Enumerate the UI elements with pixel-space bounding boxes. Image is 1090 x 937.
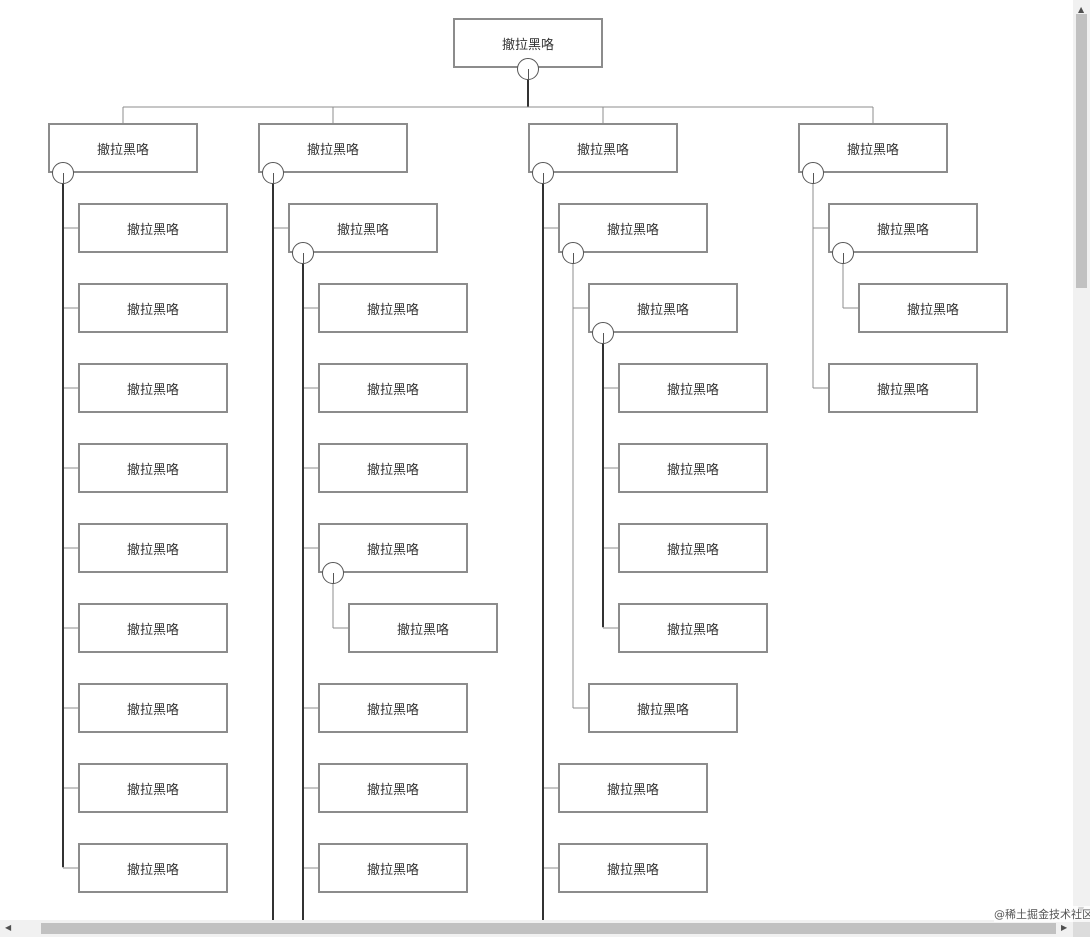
tree-node[interactable]: 撤拉黑咯 bbox=[318, 683, 468, 733]
tree-node[interactable]: 撤拉黑咯 bbox=[258, 123, 408, 173]
collapse-toggle-icon[interactable] bbox=[592, 322, 614, 344]
watermark: @稀土掘金技术社区 bbox=[994, 906, 1090, 922]
tree-node[interactable]: 撤拉黑咯 bbox=[588, 683, 738, 733]
scrollbar-corner bbox=[1073, 920, 1090, 937]
tree-connectors bbox=[62, 68, 874, 920]
collapse-toggle-icon[interactable] bbox=[52, 162, 74, 184]
tree-node[interactable]: 撤拉黑咯 bbox=[318, 843, 468, 893]
tree-node[interactable]: 撤拉黑咯 bbox=[78, 443, 228, 493]
tree-node[interactable]: 撤拉黑咯 bbox=[318, 523, 468, 573]
tree-node[interactable]: 撤拉黑咯 bbox=[348, 603, 498, 653]
tree-node[interactable]: 撤拉黑咯 bbox=[48, 123, 198, 173]
tree-node[interactable]: 撤拉黑咯 bbox=[78, 603, 228, 653]
tree-node[interactable]: 撤拉黑咯 bbox=[528, 123, 678, 173]
tree-node[interactable]: 撤拉黑咯 bbox=[858, 283, 1008, 333]
tree-node[interactable]: 撤拉黑咯 bbox=[288, 203, 438, 253]
collapse-toggle-icon[interactable] bbox=[562, 242, 584, 264]
tree-node[interactable]: 撤拉黑咯 bbox=[78, 363, 228, 413]
tree-node[interactable]: 撤拉黑咯 bbox=[318, 443, 468, 493]
tree-node[interactable]: 撤拉黑咯 bbox=[78, 283, 228, 333]
tree-node[interactable]: 撤拉黑咯 bbox=[828, 363, 978, 413]
tree-node[interactable]: 撤拉黑咯 bbox=[618, 523, 768, 573]
horizontal-scroll-thumb[interactable] bbox=[41, 923, 1056, 934]
tree-node[interactable]: 撤拉黑咯 bbox=[78, 523, 228, 573]
tree-node[interactable]: 撤拉黑咯 bbox=[318, 283, 468, 333]
tree-node[interactable]: 撤拉黑咯 bbox=[78, 683, 228, 733]
collapse-toggle-icon[interactable] bbox=[802, 162, 824, 184]
tree-node[interactable]: 撤拉黑咯 bbox=[588, 283, 738, 333]
collapse-toggle-icon[interactable] bbox=[832, 242, 854, 264]
tree-node[interactable]: 撤拉黑咯 bbox=[318, 763, 468, 813]
tree-node[interactable]: 撤拉黑咯 bbox=[558, 203, 708, 253]
tree-node[interactable]: 撤拉黑咯 bbox=[618, 443, 768, 493]
tree-node[interactable]: 撤拉黑咯 bbox=[828, 203, 978, 253]
collapse-toggle-icon[interactable] bbox=[322, 562, 344, 584]
collapse-toggle-icon[interactable] bbox=[262, 162, 284, 184]
tree-node[interactable]: 撤拉黑咯 bbox=[618, 363, 768, 413]
scroll-right-icon[interactable]: ▶ bbox=[1061, 923, 1068, 932]
scroll-up-icon[interactable]: ▲ bbox=[1078, 5, 1085, 14]
tree-node[interactable]: 撤拉黑咯 bbox=[558, 843, 708, 893]
tree-node[interactable]: 撤拉黑咯 bbox=[78, 843, 228, 893]
tree-node[interactable]: 撤拉黑咯 bbox=[78, 763, 228, 813]
scroll-left-icon[interactable]: ◀ bbox=[5, 923, 12, 932]
tree-node[interactable]: 撤拉黑咯 bbox=[798, 123, 948, 173]
tree-node[interactable]: 撤拉黑咯 bbox=[318, 363, 468, 413]
tree-node[interactable]: 撤拉黑咯 bbox=[558, 763, 708, 813]
collapse-toggle-icon[interactable] bbox=[517, 58, 539, 80]
collapse-toggle-icon[interactable] bbox=[532, 162, 554, 184]
collapse-toggle-icon[interactable] bbox=[292, 242, 314, 264]
tree-node[interactable]: 撤拉黑咯 bbox=[78, 203, 228, 253]
tree-node[interactable]: 撤拉黑咯 bbox=[618, 603, 768, 653]
vertical-scroll-thumb[interactable] bbox=[1076, 14, 1087, 288]
